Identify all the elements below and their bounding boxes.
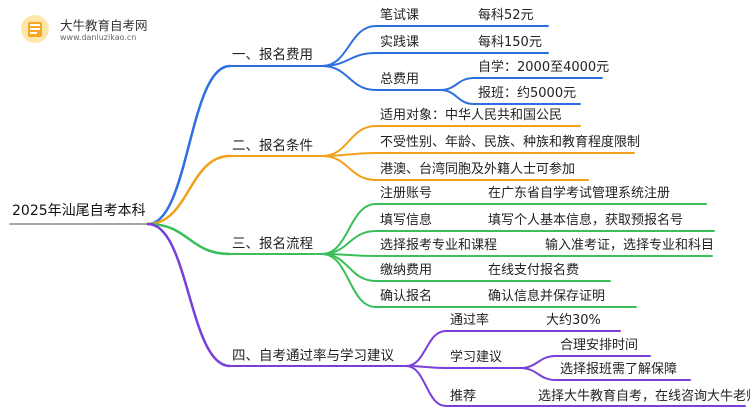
recommend-label: 推荐 [450,389,477,404]
connector [321,65,377,91]
connector [321,125,377,157]
book-logo-icon [21,15,49,43]
recommend-value: 选择大牛教育自考，在线咨询大牛老师 [538,389,750,404]
process-step-detail: 填写个人基本信息，获取预报名号 [488,213,684,228]
connector [321,203,377,255]
condition-item: 适用对象：中华人民共和国公民 [380,108,563,123]
connector [405,365,447,407]
process-step-detail: 在线支付报名费 [488,263,580,278]
fee-total-class: 报班：约5000元 [478,86,577,101]
connector [321,230,377,255]
brand-logo: 大牛教育自考网 www.daniuzikao.cn [8,8,168,48]
root-topic: 2025年汕尾自考本科 [12,203,146,219]
process-step-detail: 输入准考证，选择专业和科目 [545,238,715,253]
branch-process [146,222,232,256]
branch-fees [146,64,232,226]
process-step-detail: 在广东省自学考试管理系统注册 [488,186,671,201]
study-advice-item: 合理安排时间 [560,338,639,353]
fee-practice-label: 实践课 [380,35,420,50]
section-process-title: 三、报名流程 [232,236,313,252]
process-step-label: 缴纳费用 [380,263,433,278]
connector [405,330,447,367]
process-step-detail: 确认信息并保存证明 [488,289,606,304]
brand-url: www.daniuzikao.cn [60,33,137,42]
process-step-label: 填写信息 [380,213,433,228]
condition-item: 港澳、台湾同胞及外籍人士可参加 [380,162,576,177]
brand-name: 大牛教育自考网 [60,18,148,33]
study-advice-item: 选择报班需了解保障 [560,362,678,377]
fee-practice-value: 每科150元 [478,35,542,50]
process-step-label: 注册账号 [380,186,433,201]
fee-total-label: 总费用 [380,72,420,87]
connector [439,89,475,105]
connector [321,253,377,282]
pass-rate-value: 大约30% [546,313,601,328]
connector [519,367,557,381]
process-step-label: 选择报考专业和课程 [380,238,498,253]
section-conditions-title: 二、报名条件 [232,138,313,154]
connector [321,155,377,181]
section-fees-title: 一、报名费用 [232,47,313,63]
process-step-label: 确认报名 [380,289,433,304]
pass-rate-label: 通过率 [450,313,490,328]
study-advice-label: 学习建议 [450,350,503,365]
connector [321,253,377,308]
branch-conditions [146,154,232,226]
section-advice-title: 四、自考通过率与学习建议 [232,348,394,364]
fee-written-label: 笔试课 [380,8,420,23]
condition-item: 不受性别、年龄、民族、种族和教育程度限制 [380,135,641,150]
connector [519,355,557,369]
fee-total-self: 自学：2000至4000元 [478,60,610,75]
branch-advice [146,222,232,368]
fee-written-value: 每科52元 [478,8,534,23]
connector [439,77,475,91]
